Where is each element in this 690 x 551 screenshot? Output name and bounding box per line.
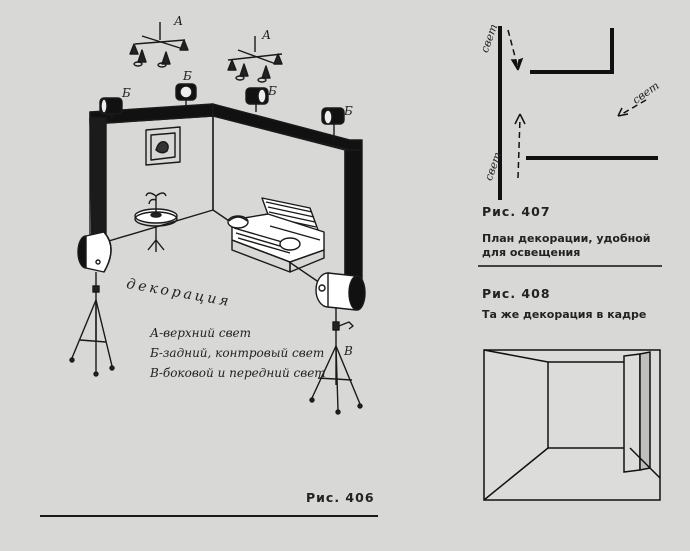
legend-v: В-боковой и передний свет bbox=[150, 366, 326, 380]
spotlight-b4-icon bbox=[321, 107, 345, 140]
spotlight-v2-tripod-icon bbox=[309, 272, 366, 415]
figure-408-title: Та же декорация в кадре bbox=[482, 308, 647, 321]
spotlight-b1-icon bbox=[99, 97, 123, 118]
figure-406-caption: Рис. 406 bbox=[306, 490, 375, 505]
chandelier-a2-icon bbox=[227, 36, 283, 83]
figure-408-caption: Рис. 408 bbox=[482, 286, 551, 301]
spotlight-b2-icon bbox=[175, 83, 197, 106]
label-b-4: Б bbox=[344, 104, 353, 118]
label-a-1: А bbox=[174, 14, 184, 28]
figure-407-caption: Рис. 407 bbox=[482, 204, 551, 219]
figure-408-frame bbox=[483, 349, 661, 501]
label-a-2: А bbox=[262, 28, 272, 42]
label-b-3: Б bbox=[268, 84, 277, 98]
label-b-2: Б bbox=[183, 69, 192, 83]
legend-a: А-верхний свет bbox=[150, 326, 252, 340]
wall-picture bbox=[145, 126, 181, 166]
chandelier-a1-icon bbox=[129, 22, 189, 68]
figure-407-title: План декорации, удобной для освещения bbox=[482, 232, 651, 259]
set-walls bbox=[89, 103, 363, 301]
label-v: В bbox=[344, 344, 353, 358]
sofa-icon bbox=[227, 197, 325, 273]
round-table-icon bbox=[134, 192, 178, 252]
figure-407-plan bbox=[478, 26, 662, 267]
spotlight-b3-icon bbox=[245, 87, 269, 112]
legend-b: Б-задний, контровый свет bbox=[150, 346, 325, 360]
spotlight-v1-tripod-icon bbox=[69, 231, 115, 377]
label-b-1: Б bbox=[122, 86, 131, 100]
